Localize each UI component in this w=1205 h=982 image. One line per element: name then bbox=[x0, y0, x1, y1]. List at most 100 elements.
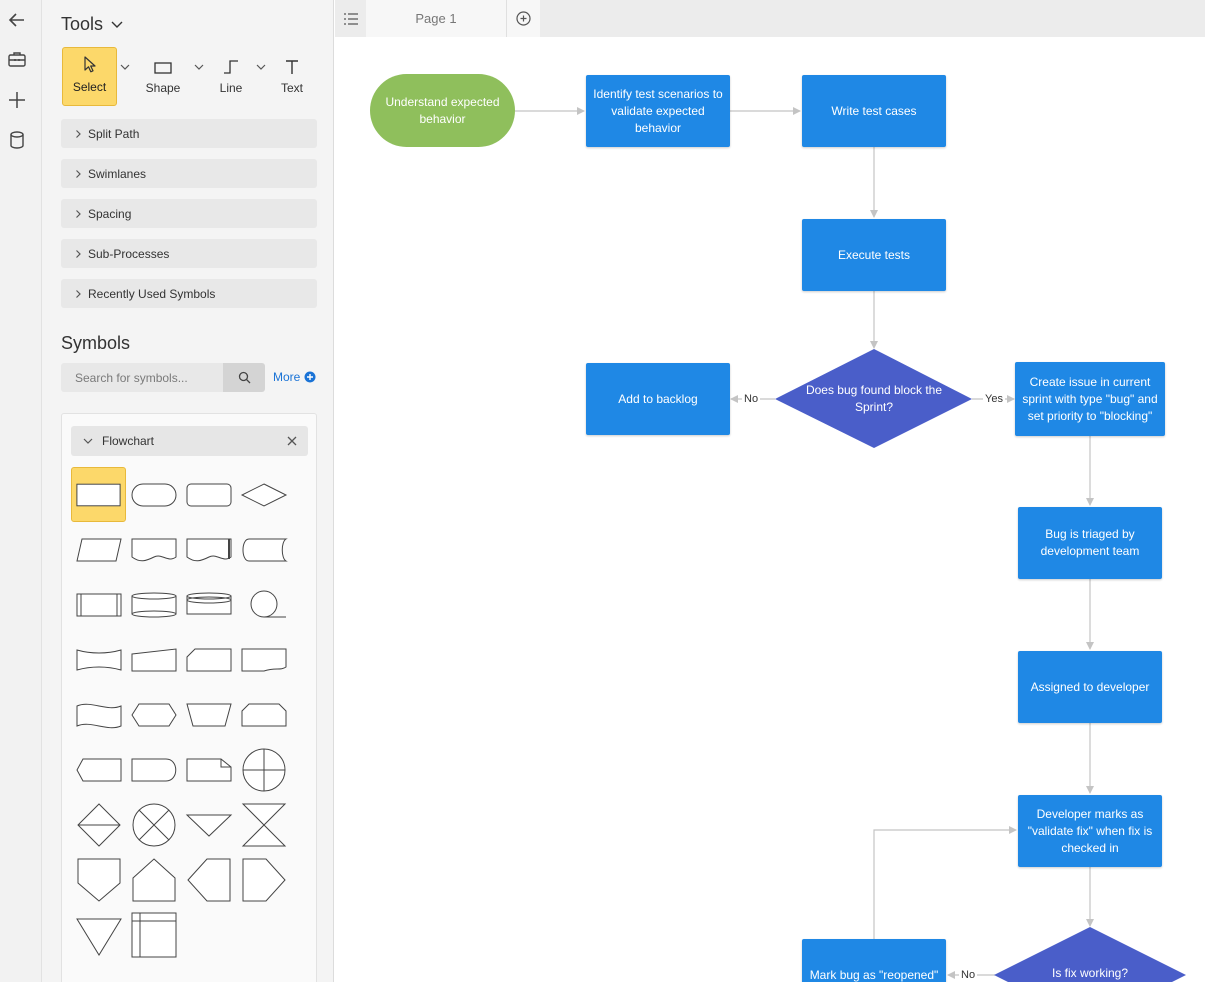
edge-label-no: No bbox=[742, 393, 761, 406]
more-label: More bbox=[273, 370, 301, 384]
node-add-to-backlog[interactable]: Add to backlog bbox=[586, 363, 730, 435]
database-symbol-icon[interactable] bbox=[126, 577, 181, 632]
chevron-right-icon bbox=[75, 289, 87, 299]
chevron-down-icon bbox=[83, 438, 93, 444]
flowchart-library: Flowchart bbox=[61, 413, 317, 982]
off-page-connector-symbol-icon[interactable] bbox=[71, 852, 126, 907]
terminator-symbol-icon[interactable] bbox=[126, 467, 181, 522]
plus-icon[interactable] bbox=[5, 88, 29, 112]
toolbox-icon[interactable] bbox=[5, 48, 29, 72]
close-icon[interactable] bbox=[286, 435, 298, 447]
card-symbol-icon[interactable] bbox=[181, 632, 236, 687]
preparation-symbol-icon[interactable] bbox=[126, 687, 181, 742]
manual-operation-symbol-icon[interactable] bbox=[71, 632, 126, 687]
right-pentagon-symbol-icon[interactable] bbox=[236, 852, 291, 907]
edge-label-no: No bbox=[959, 969, 978, 982]
sequential-data-symbol-icon[interactable] bbox=[236, 577, 291, 632]
extract-symbol-icon[interactable] bbox=[71, 907, 126, 962]
node-write-test-cases[interactable]: Write test cases bbox=[802, 75, 946, 147]
or-symbol-icon[interactable] bbox=[236, 742, 291, 797]
rectangle-icon bbox=[154, 62, 172, 74]
line-options-chevron-icon[interactable] bbox=[255, 58, 267, 70]
chevron-right-icon bbox=[75, 129, 87, 139]
accordion-sub-processes[interactable]: Sub-Processes bbox=[61, 239, 317, 268]
collate-symbol-icon[interactable] bbox=[236, 797, 291, 852]
punched-tape-symbol-icon[interactable] bbox=[236, 632, 291, 687]
stored-data-symbol-icon[interactable] bbox=[236, 522, 291, 577]
manual-input-symbol-icon[interactable] bbox=[126, 632, 181, 687]
summing-junction-symbol-icon[interactable] bbox=[126, 797, 181, 852]
database-icon[interactable] bbox=[5, 128, 29, 152]
tools-panel: Tools Select Shape Line Text bbox=[42, 0, 334, 982]
library-header[interactable]: Flowchart bbox=[71, 426, 308, 456]
decision-symbol-icon[interactable] bbox=[236, 467, 291, 522]
accordion-label: Spacing bbox=[88, 206, 132, 221]
off-page-symbol-icon[interactable] bbox=[181, 742, 236, 797]
pointer-icon bbox=[83, 56, 96, 73]
connector[interactable] bbox=[873, 826, 1017, 939]
merge-symbol-icon[interactable] bbox=[181, 797, 236, 852]
node-execute-tests[interactable]: Execute tests bbox=[802, 219, 946, 291]
up-pentagon-symbol-icon[interactable] bbox=[126, 852, 181, 907]
shape-tool-label: Shape bbox=[145, 81, 181, 95]
accordion-swimlanes[interactable]: Swimlanes bbox=[61, 159, 317, 188]
internal-storage-symbol-icon[interactable] bbox=[126, 907, 181, 962]
diagram-canvas[interactable]: Understand expected behavior Identify te… bbox=[335, 37, 1205, 982]
add-page-button[interactable] bbox=[506, 0, 540, 37]
line-tool-button[interactable]: Line bbox=[207, 47, 255, 106]
edge-label-yes: Yes bbox=[983, 393, 1005, 406]
sort-symbol-icon[interactable] bbox=[71, 797, 126, 852]
node-identify-test-scenarios[interactable]: Identify test scenarios to validate expe… bbox=[586, 75, 730, 147]
add-page-icon bbox=[516, 11, 531, 26]
chevron-right-icon bbox=[75, 169, 87, 179]
text-t-icon bbox=[286, 60, 298, 74]
page-list-button[interactable] bbox=[335, 0, 366, 37]
rounded-rect-symbol-icon[interactable] bbox=[181, 467, 236, 522]
node-mark-bug-reopened[interactable]: Mark bug as "reopened" bbox=[802, 939, 946, 982]
node-developer-marks-validate-fix[interactable]: Developer marks as "validate fix" when f… bbox=[1018, 795, 1162, 867]
decision-label-fix-working: Is fix working? bbox=[1051, 965, 1129, 980]
accordion-split-path[interactable]: Split Path bbox=[61, 119, 317, 148]
multi-document-symbol-icon[interactable] bbox=[181, 522, 236, 577]
back-arrow-icon[interactable] bbox=[5, 8, 29, 32]
page-tab-bar: Page 1 bbox=[335, 0, 1205, 37]
tab-page-1[interactable]: Page 1 bbox=[366, 0, 506, 37]
symbols-title: Symbols bbox=[61, 333, 131, 353]
document-symbol-icon[interactable] bbox=[126, 522, 181, 577]
decision-shape-block-sprint[interactable] bbox=[775, 349, 972, 448]
loop-limit-symbol-icon[interactable] bbox=[236, 687, 291, 742]
elbow-line-icon bbox=[224, 60, 238, 74]
node-create-issue[interactable]: Create issue in current sprint with type… bbox=[1015, 362, 1165, 436]
delay-symbol-icon[interactable] bbox=[126, 742, 181, 797]
display-symbol-icon[interactable] bbox=[71, 742, 126, 797]
left-pentagon-symbol-icon[interactable] bbox=[181, 852, 236, 907]
select-options-chevron-icon[interactable] bbox=[119, 58, 131, 70]
text-tool-label: Text bbox=[280, 81, 303, 95]
select-tool-button[interactable]: Select bbox=[62, 47, 117, 106]
symbol-search-input[interactable] bbox=[61, 363, 223, 392]
search-icon bbox=[238, 371, 250, 384]
more-symbols-link[interactable]: More bbox=[273, 370, 316, 384]
library-title: Flowchart bbox=[102, 434, 155, 448]
search-button[interactable] bbox=[223, 363, 265, 392]
chevron-right-icon bbox=[75, 209, 87, 219]
data-symbol-icon[interactable] bbox=[71, 522, 126, 577]
decision-shape-fix-working[interactable] bbox=[994, 927, 1186, 982]
node-assigned-to-developer[interactable]: Assigned to developer bbox=[1018, 651, 1162, 723]
list-icon bbox=[343, 12, 358, 25]
direct-data-symbol-icon[interactable] bbox=[181, 577, 236, 632]
shape-tool-button[interactable]: Shape bbox=[134, 47, 192, 106]
node-bug-triaged[interactable]: Bug is triaged by development team bbox=[1018, 507, 1162, 579]
accordion-recently-used-symbols[interactable]: Recently Used Symbols bbox=[61, 279, 317, 308]
process-symbol-icon[interactable] bbox=[71, 467, 126, 522]
trapezoid-symbol-icon[interactable] bbox=[181, 687, 236, 742]
tools-header[interactable]: Tools bbox=[61, 14, 123, 35]
text-tool-button[interactable]: Text bbox=[272, 47, 312, 106]
line-tool-label: Line bbox=[219, 81, 243, 95]
node-understand-expected-behavior[interactable]: Understand expected behavior bbox=[370, 74, 515, 147]
tape-symbol-icon[interactable] bbox=[71, 687, 126, 742]
shape-options-chevron-icon[interactable] bbox=[193, 58, 205, 70]
predefined-process-symbol-icon[interactable] bbox=[71, 577, 126, 632]
accordion-label: Sub-Processes bbox=[88, 246, 170, 261]
accordion-spacing[interactable]: Spacing bbox=[61, 199, 317, 228]
